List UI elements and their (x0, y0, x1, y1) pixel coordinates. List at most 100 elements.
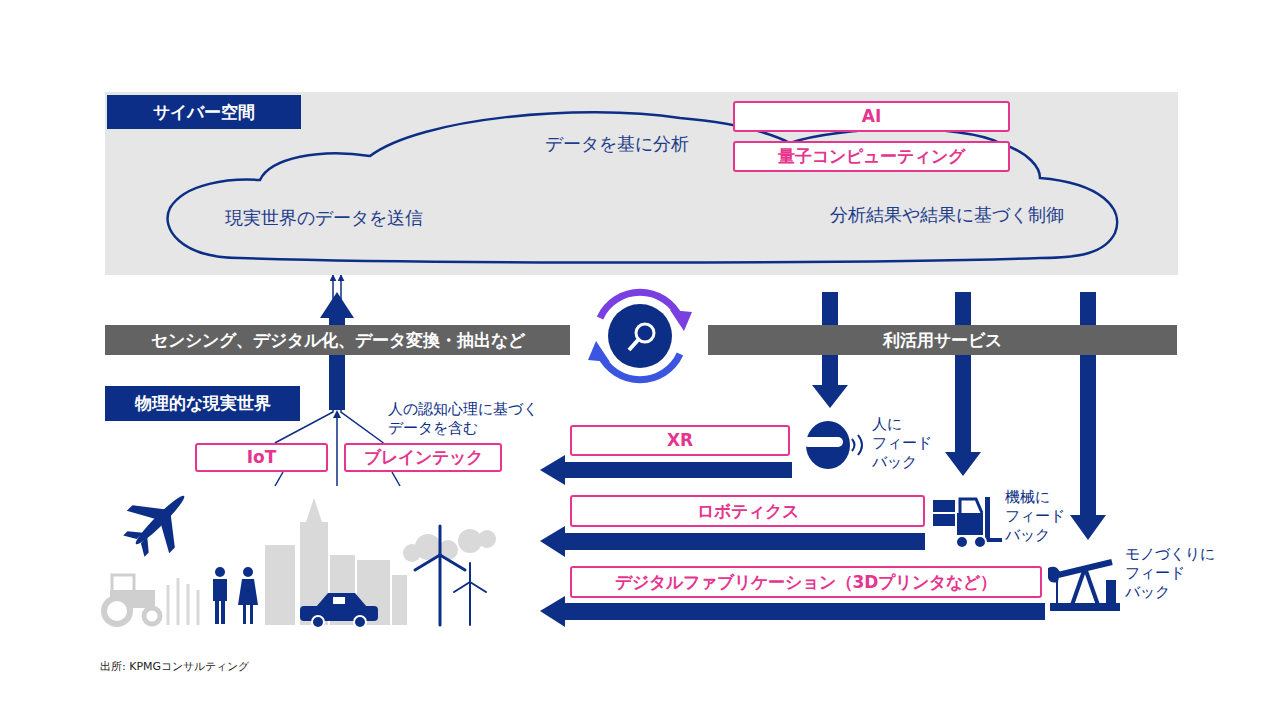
cyber-space-band: サイバー空間現実世界のデータを送信データを基に分析分析結果や結果に基づく制御AI… (105, 92, 1178, 275)
node-text: サイバー空間 (107, 95, 301, 129)
oil-pump-icon (1048, 567, 1060, 583)
oil-pump-icon (1106, 580, 1116, 603)
head-icon (852, 439, 855, 451)
forklift-icon (960, 499, 982, 513)
wheat-illustration (177, 578, 180, 625)
forklift-icon (985, 538, 1002, 542)
wheat-illustration (168, 578, 198, 625)
technology-box: IoT (195, 443, 328, 472)
wind-turbine-illustration (440, 555, 465, 570)
feedback-note: モノづくりに フィード バック (1125, 545, 1215, 602)
oil-pump-icon (1056, 578, 1058, 603)
building-illustration (265, 545, 295, 625)
flow-arrow (812, 385, 848, 408)
wind-turbine-illustration (415, 555, 440, 570)
car-illustration (312, 616, 324, 628)
leader-arrow (392, 472, 400, 486)
tractor-illustration (104, 575, 160, 624)
node-text: ロボティクス (697, 501, 799, 521)
process-bar: 利活用サービス (708, 325, 1177, 355)
oil-pump-icon (1048, 562, 1120, 611)
plane-illustration (132, 492, 187, 547)
plane-illustration (123, 524, 143, 544)
node-text: 量子コンピューティング (778, 146, 965, 166)
flow-arrow (540, 596, 565, 627)
technology-box: ブレインテック (344, 443, 502, 472)
oil-pump-icon (1050, 603, 1120, 611)
technology-box: デジタルファブリケーション（3Dプリンタなど） (570, 566, 1042, 598)
wheat-illustration (167, 585, 170, 625)
leader-arrow (275, 472, 283, 486)
car-illustration (300, 606, 378, 621)
feedback-note: 機械に フィード バック (1005, 488, 1065, 545)
people-illustration (215, 567, 225, 577)
plane-illustration (127, 490, 167, 530)
section-label: 物理的な現実世界 (105, 386, 300, 421)
people-illustration (215, 600, 219, 624)
oil-pump-icon (1085, 568, 1098, 605)
connector-arrow (341, 275, 384, 443)
cycle-icon (588, 341, 610, 362)
feedback-note: 人に フィード バック (872, 415, 932, 472)
technology-box: ロボティクス (570, 495, 925, 527)
forklift-icon (933, 497, 1002, 548)
tractor-illustration (144, 608, 160, 624)
people-illustration (243, 604, 246, 624)
people-illustration (213, 579, 227, 601)
wheat-illustration (187, 584, 190, 625)
flow-arrow (945, 452, 981, 476)
plane-illustration (136, 537, 156, 557)
node-text: デジタルファブリケーション（3Dプリンタなど） (615, 572, 998, 592)
node-text: IoT (247, 447, 277, 467)
cycle-icon (608, 304, 672, 368)
cycle-icon (636, 324, 654, 342)
car-illustration (333, 597, 345, 604)
head-icon (803, 437, 843, 447)
people-illustration (243, 567, 253, 577)
people-illustration (250, 604, 253, 624)
head-icon (803, 421, 862, 469)
process-bar: センシング、デジタル化、データ変換・抽出など (105, 325, 570, 355)
plane-illustration (150, 514, 190, 554)
wheat-illustration (197, 590, 200, 625)
forklift-icon (974, 536, 986, 548)
car-illustration (316, 593, 367, 607)
tractor-illustration (104, 598, 130, 624)
building-illustration (306, 498, 322, 522)
node-text: XR (667, 430, 693, 450)
flow-arrow (1070, 515, 1106, 540)
technology-box: 量子コンピューティング (733, 141, 1010, 172)
cloud-outline (168, 112, 1118, 262)
car-illustration (354, 616, 366, 628)
wind-turbine-illustration (469, 563, 471, 582)
wind-turbine-illustration (439, 555, 442, 625)
node-text: AI (862, 106, 881, 126)
wind-turbine-illustration (469, 582, 471, 625)
flow-arrow (563, 462, 792, 478)
note-text: 人の認知心理に基づく データを含む (388, 400, 538, 438)
people-illustration (238, 579, 258, 605)
wind-turbine-illustration (470, 582, 486, 592)
oil-pump-icon (1072, 568, 1085, 605)
technology-box: AI (733, 101, 1010, 132)
forklift-icon (933, 514, 955, 526)
flow-arrow (540, 526, 565, 557)
node-text: ブレインテック (364, 447, 483, 467)
people-illustration (213, 567, 258, 624)
cloud-illustration (403, 529, 496, 562)
technology-box: XR (570, 425, 790, 456)
flow-arrow (955, 292, 971, 453)
forklift-icon (985, 497, 990, 542)
forklift-icon (956, 536, 968, 548)
cloud-illustration (478, 530, 496, 548)
node-text: 現実世界のデータを送信 (225, 207, 423, 229)
cycle-icon (629, 340, 638, 350)
wind-turbine-illustration (454, 582, 470, 592)
flow-arrow (540, 455, 565, 485)
node-text: 利活用サービス (883, 330, 1002, 350)
wind-turbine-illustration (415, 526, 486, 625)
tractor-illustration (112, 575, 134, 592)
cycle-icon (588, 292, 692, 379)
leader-arrow (333, 410, 341, 418)
